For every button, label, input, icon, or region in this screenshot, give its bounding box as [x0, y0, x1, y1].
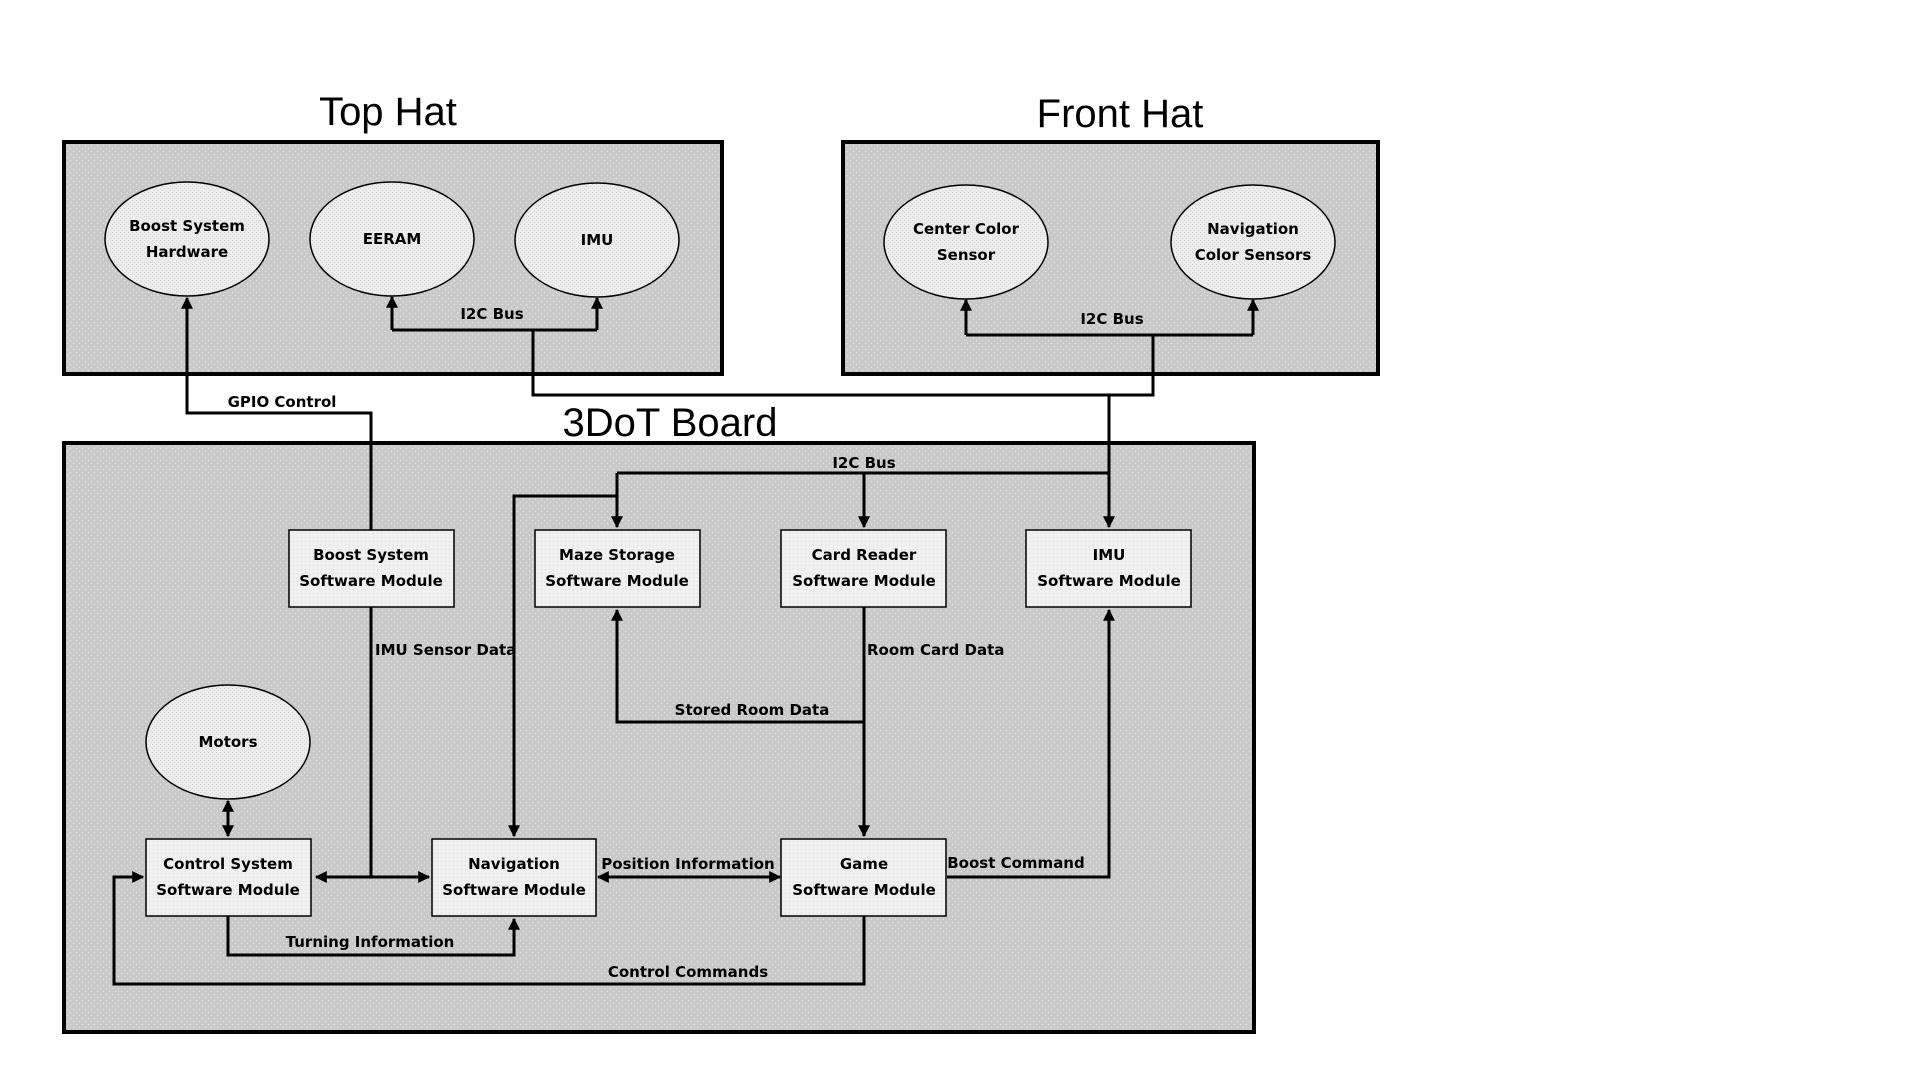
node-label-line: Software Module — [156, 881, 300, 899]
node-label-line: Motors — [198, 733, 257, 751]
node-label-line: Software Module — [792, 881, 936, 899]
turning-information-line — [226, 916, 520, 957]
i2c-bus-board-label: I2C Bus — [832, 454, 895, 472]
node-label-line: Card Reader — [812, 546, 917, 564]
node-label-line: EERAM — [363, 230, 422, 248]
node-label-line: Maze Storage — [559, 546, 675, 564]
node-label-line: Boost System — [313, 546, 429, 564]
front-hat-title: Front Hat — [1037, 92, 1204, 136]
i2c-bus-front-label: I2C Bus — [1080, 310, 1143, 328]
node-label-line: Navigation — [1207, 220, 1299, 238]
node-motors: Motors — [145, 684, 311, 800]
turning-information-label: Turning Information — [286, 933, 455, 951]
room-card-data-label: Room Card Data — [867, 641, 1004, 659]
board-title: 3DoT Board — [563, 401, 778, 445]
node-label-line: Software Module — [792, 572, 936, 590]
position-information-label: Position Information — [601, 855, 774, 873]
boost-command-line — [947, 608, 1115, 879]
node-label-line: Software Module — [545, 572, 689, 590]
stored-room-data-label: Stored Room Data — [675, 701, 830, 719]
eeram-label: EERAM — [363, 230, 422, 248]
stored-room-data-line — [611, 608, 864, 724]
gpio-control-line — [181, 296, 373, 530]
imu-sensor-data-label: IMU Sensor Data — [375, 641, 516, 659]
gpio-control-label: GPIO Control — [228, 393, 337, 411]
node-imu-hw: IMU — [514, 182, 680, 298]
node-label-line: IMU — [1093, 546, 1126, 564]
node-label-line: Center Color — [913, 220, 1020, 238]
imu-sw-label: IMU Software Module — [1037, 546, 1181, 590]
imu-hw-label: IMU — [581, 231, 614, 249]
node-label-line: Software Module — [299, 572, 443, 590]
node-label-line: IMU — [581, 231, 614, 249]
boost-command-label: Boost Command — [947, 854, 1084, 872]
node-imu-sw: IMU Software Module — [1025, 529, 1192, 608]
nav-i2c-arrow — [508, 494, 617, 838]
front-hat-interconnect — [1109, 335, 1155, 397]
top-hat-interconnect — [531, 330, 1109, 397]
node-label-line: Software Module — [442, 881, 586, 899]
node-eeram: EERAM — [309, 181, 475, 297]
node-label-line: Game — [840, 855, 888, 873]
wires — [112, 295, 1259, 986]
node-label-line: Control System — [163, 855, 293, 873]
node-label-line: Color Sensors — [1195, 246, 1312, 264]
control-commands-line — [112, 871, 866, 986]
i2c-bus-top-label: I2C Bus — [460, 305, 523, 323]
control-commands-label: Control Commands — [608, 963, 768, 981]
node-label-line: Software Module — [1037, 572, 1181, 590]
motors-label: Motors — [198, 733, 257, 751]
node-label-line: Hardware — [146, 243, 228, 261]
top-hat-title: Top Hat — [319, 90, 457, 134]
node-label-line: Boost System — [129, 217, 245, 235]
node-label-line: Sensor — [937, 246, 996, 264]
node-label-line: Navigation — [468, 855, 560, 873]
